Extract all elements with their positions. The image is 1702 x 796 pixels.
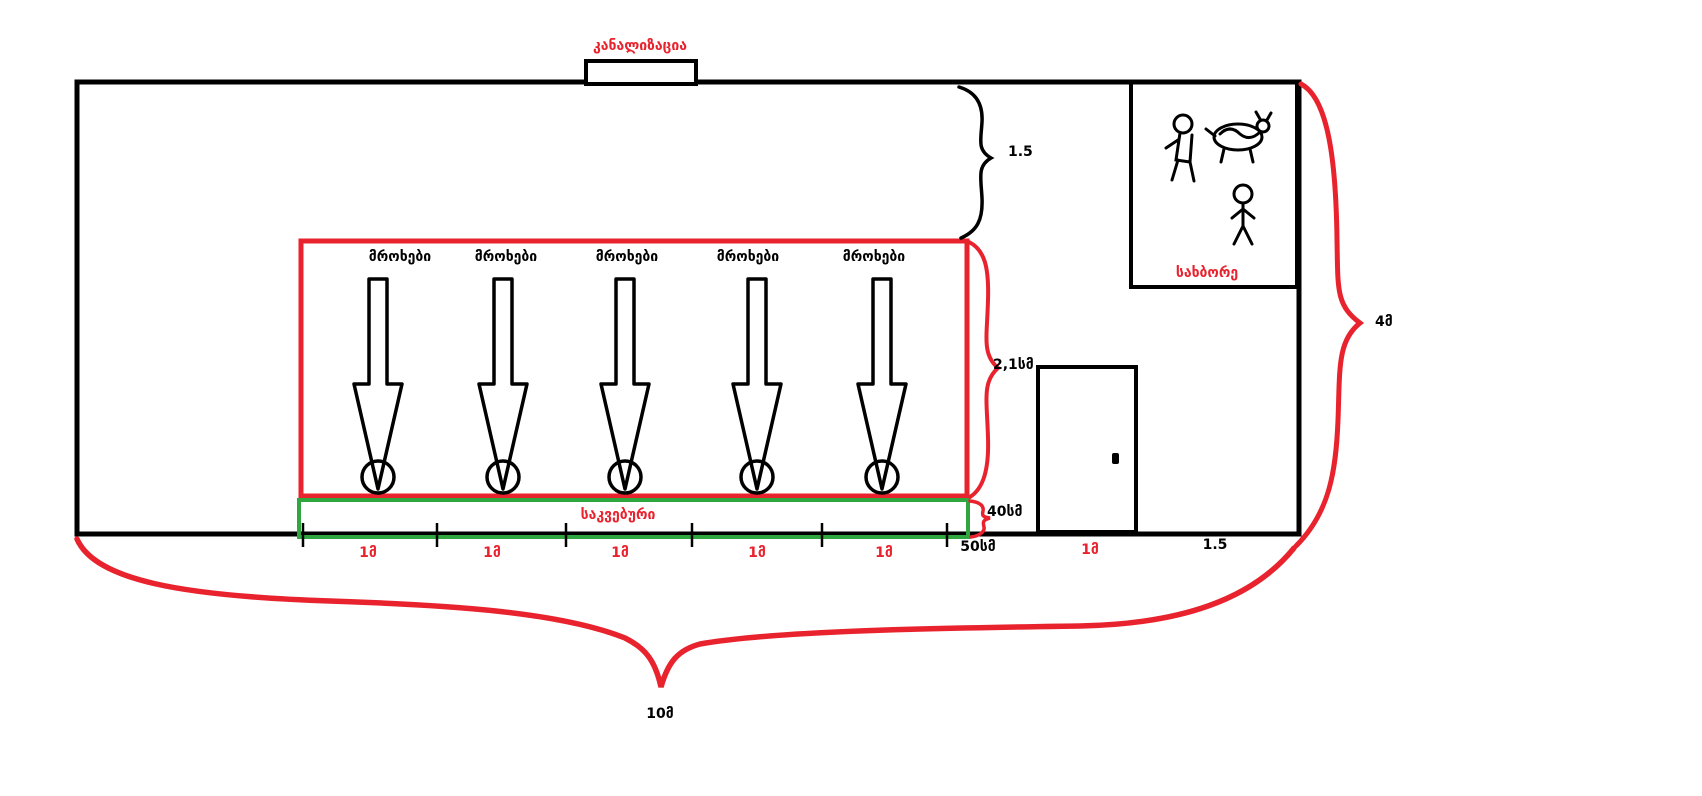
dim-right-margin: 1.5	[1202, 537, 1228, 553]
cow-label-4: მროხები	[716, 249, 780, 265]
brace-total-width	[74, 536, 1297, 688]
brace-feeder-width	[968, 499, 991, 539]
animal-sketch-left	[1164, 113, 1196, 183]
dim-total-width: 10მ	[646, 706, 674, 722]
door-rect	[1036, 365, 1138, 534]
cow-arrow-1	[352, 277, 404, 495]
sewer-label: კანალიზაცია	[593, 38, 687, 54]
dim-feeder-width: 40სმ	[987, 504, 1023, 520]
dim-stall-segment-2: 1მ	[483, 545, 501, 561]
brace-total-height	[1293, 81, 1365, 549]
person-sketch	[1230, 183, 1256, 246]
cow-arrow-3	[599, 277, 651, 495]
dim-total-height: 4მ	[1375, 314, 1393, 330]
dim-stall-length: 2,1სმ	[993, 357, 1034, 373]
cow-label-1: მროხები	[368, 249, 432, 265]
dim-inner-right-height: 1.5	[1008, 144, 1033, 160]
calf-pen-doodles	[1164, 110, 1273, 246]
cow-arrows	[352, 277, 908, 495]
cow-label-3: მროხები	[595, 249, 659, 265]
dim-stall-segment-1: 1მ	[359, 545, 377, 561]
cow-arrow-5	[856, 277, 908, 495]
dim-stall-segment-4: 1მ	[748, 545, 766, 561]
brace-stall-length	[967, 240, 1002, 499]
dim-door-width: 1მ	[1081, 542, 1099, 558]
feeder-rect	[297, 498, 970, 539]
stall-area-rect	[298, 238, 970, 499]
sewer-vent-box	[584, 59, 698, 86]
dim-stall-segment-5: 1მ	[875, 545, 893, 561]
calf-pen-box	[1129, 80, 1299, 289]
scale-ticks	[301, 523, 949, 547]
calf-pen-label: სახბორე	[1175, 265, 1239, 281]
cow-arrow-4	[731, 277, 783, 495]
feeder-label: საკვებური	[580, 507, 656, 523]
cow-label-2: მროხები	[474, 249, 538, 265]
brace-inner-height	[957, 85, 995, 240]
room-outline	[74, 79, 1302, 537]
door-handle	[1112, 453, 1119, 464]
dim-stall-segment-3: 1მ	[611, 545, 629, 561]
cow-arrow-2	[477, 277, 529, 495]
animal-sketch-right	[1204, 110, 1273, 164]
dim-gap-width: 50სმ	[960, 539, 996, 555]
cow-label-5: მროხები	[842, 249, 906, 265]
